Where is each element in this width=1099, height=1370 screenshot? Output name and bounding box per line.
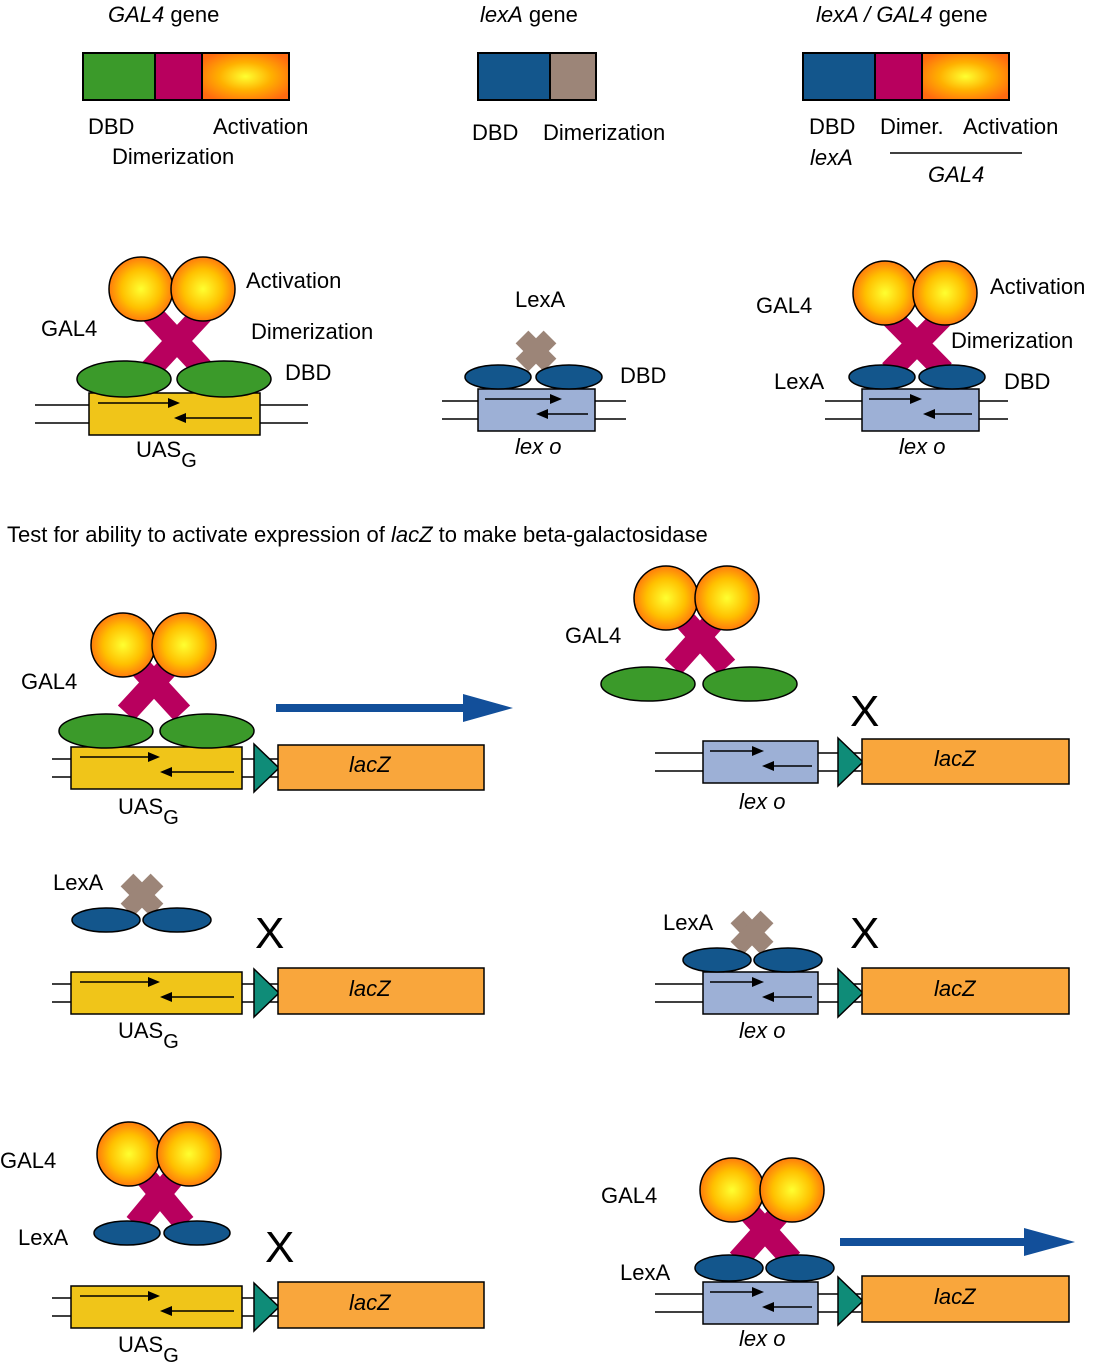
fusion-gene-dimer-label: Dimer. — [880, 114, 944, 139]
lexa-gene-dbd-label: DBD — [472, 120, 518, 145]
panel5-lexa-label: LexA — [18, 1225, 68, 1250]
lexa-protein-diagram: LexA DBD lex o — [442, 287, 666, 459]
panel2-x-mark: X — [850, 687, 879, 736]
panel4-x-mark: X — [850, 909, 879, 958]
panel6-lacz-label: lacZ — [934, 1284, 977, 1309]
panel6-lexo-label: lex o — [739, 1326, 785, 1351]
fusion-dimerization-segment — [874, 52, 923, 101]
panel5-x-mark: X — [265, 1223, 294, 1272]
gal4-gene-dimerization-label: Dimerization — [112, 144, 234, 169]
lexa-gene-title: lexA gene — [480, 2, 578, 27]
panel-gal4-uas-expression: lacZ GAL4 UASG — [21, 612, 513, 829]
fusion-protein-diagram: Activation GAL4 Dimerization LexA DBD le… — [756, 260, 1085, 459]
lexa-dbd-segment — [477, 52, 551, 101]
panel3-x-mark: X — [255, 909, 284, 958]
fusion-dimerization-label: Dimerization — [951, 328, 1073, 353]
lexa-gene-group: lexA gene DBD Dimerization — [472, 2, 665, 145]
panel-fusion-uas-no-expression: lacZ GAL4 LexA X UASG — [0, 1121, 485, 1367]
panel-lexa-uas-no-expression: lacZ LexA X UASG — [52, 870, 485, 1053]
gal4-activation-segment — [201, 52, 290, 101]
lexa-dbd-domain — [464, 364, 532, 390]
panel4-lexo-label: lex o — [739, 1018, 785, 1043]
panel-fusion-lexo-expression: lacZ GAL4 LexA lex o — [601, 1157, 1075, 1351]
fusion-activation-domain — [852, 260, 918, 326]
panel-gal4-lexo-no-expression: lacZ GAL4 X lex o — [565, 565, 1070, 814]
panel4-lacz-label: lacZ — [934, 976, 977, 1001]
fusion-lexo-site-label: lex o — [899, 434, 945, 459]
gal4-gene-dbd-label: DBD — [88, 114, 134, 139]
gal4-protein-diagram: Activation GAL4 Dimerization DBD UASG — [35, 256, 373, 472]
panel5-uas-label: UASG — [118, 1332, 179, 1367]
fusion-gene-group: lexA / GAL4 gene DBD Dimer. Activation l… — [802, 2, 1058, 187]
panel1-uas-label: UASG — [118, 794, 179, 829]
uas-site-box — [88, 392, 261, 436]
gal4-dbd-label: DBD — [285, 360, 331, 385]
panel2-lacz-label: lacZ — [934, 746, 977, 771]
fusion-dbd-label: DBD — [1004, 369, 1050, 394]
fusion-dbd-segment — [802, 52, 876, 101]
gal4-gene-group: GAL4 gene DBD Activation Dimerization — [82, 2, 308, 169]
test-heading: Test for ability to activate expression … — [7, 522, 708, 547]
fusion-dbd-domain — [848, 364, 916, 390]
panel1-gal4-label: GAL4 — [21, 669, 77, 694]
lacz-box — [277, 744, 485, 791]
panel-lexa-lexo-no-expression: lacZ LexA X lex o — [655, 909, 1070, 1043]
panel5-gal4-label: GAL4 — [0, 1148, 56, 1173]
fusion-activation-segment — [921, 52, 1010, 101]
panel6-gal4-label: GAL4 — [601, 1183, 657, 1208]
fusion-gene-gal4-label: GAL4 — [928, 162, 984, 187]
gal4-dbd-segment — [82, 52, 156, 101]
lexa-gene-dimerization-label: Dimerization — [543, 120, 665, 145]
panel2-lexo-label: lex o — [739, 789, 785, 814]
fusion-lexa-label: LexA — [774, 369, 824, 394]
fusion-gene-dbd-label: DBD — [809, 114, 855, 139]
panel2-gal4-label: GAL4 — [565, 623, 621, 648]
fusion-activation-label: Activation — [990, 274, 1085, 299]
gal4-dimerization-label: Dimerization — [251, 319, 373, 344]
gal4-activation-domain — [108, 256, 174, 322]
lexo-site-box — [477, 388, 596, 432]
gal4-name-label: GAL4 — [41, 316, 97, 341]
fusion-gene-activation-label: Activation — [963, 114, 1058, 139]
lexa-name-label: LexA — [515, 287, 565, 312]
panel6-lexa-label: LexA — [620, 1260, 670, 1285]
lexa-dimerization-segment — [549, 52, 597, 101]
panel3-lacz-label: lacZ — [349, 976, 392, 1001]
lexo-site-label: lex o — [515, 434, 561, 459]
promoter-triangle — [253, 742, 281, 794]
fusion-gene-lexa-label: lexA — [810, 145, 853, 170]
gal4-activation-label: Activation — [246, 268, 341, 293]
gal4-gene-activation-label: Activation — [213, 114, 308, 139]
fusion-gene-title: lexA / GAL4 gene — [816, 2, 988, 27]
fusion-gal4-label: GAL4 — [756, 293, 812, 318]
panel5-lacz-label: lacZ — [349, 1290, 392, 1315]
lacz-label: lacZ — [349, 752, 392, 777]
panel3-lexa-label: LexA — [53, 870, 103, 895]
uas-site-label: UASG — [136, 437, 197, 472]
gal4-dbd-domain — [76, 360, 172, 398]
gal4-dimerization-segment — [154, 52, 203, 101]
lexa-dbd-label: DBD — [620, 363, 666, 388]
panel3-uas-label: UASG — [118, 1018, 179, 1053]
gal4-gene-title: GAL4 gene — [108, 2, 219, 27]
panel4-lexa-label: LexA — [663, 910, 713, 935]
